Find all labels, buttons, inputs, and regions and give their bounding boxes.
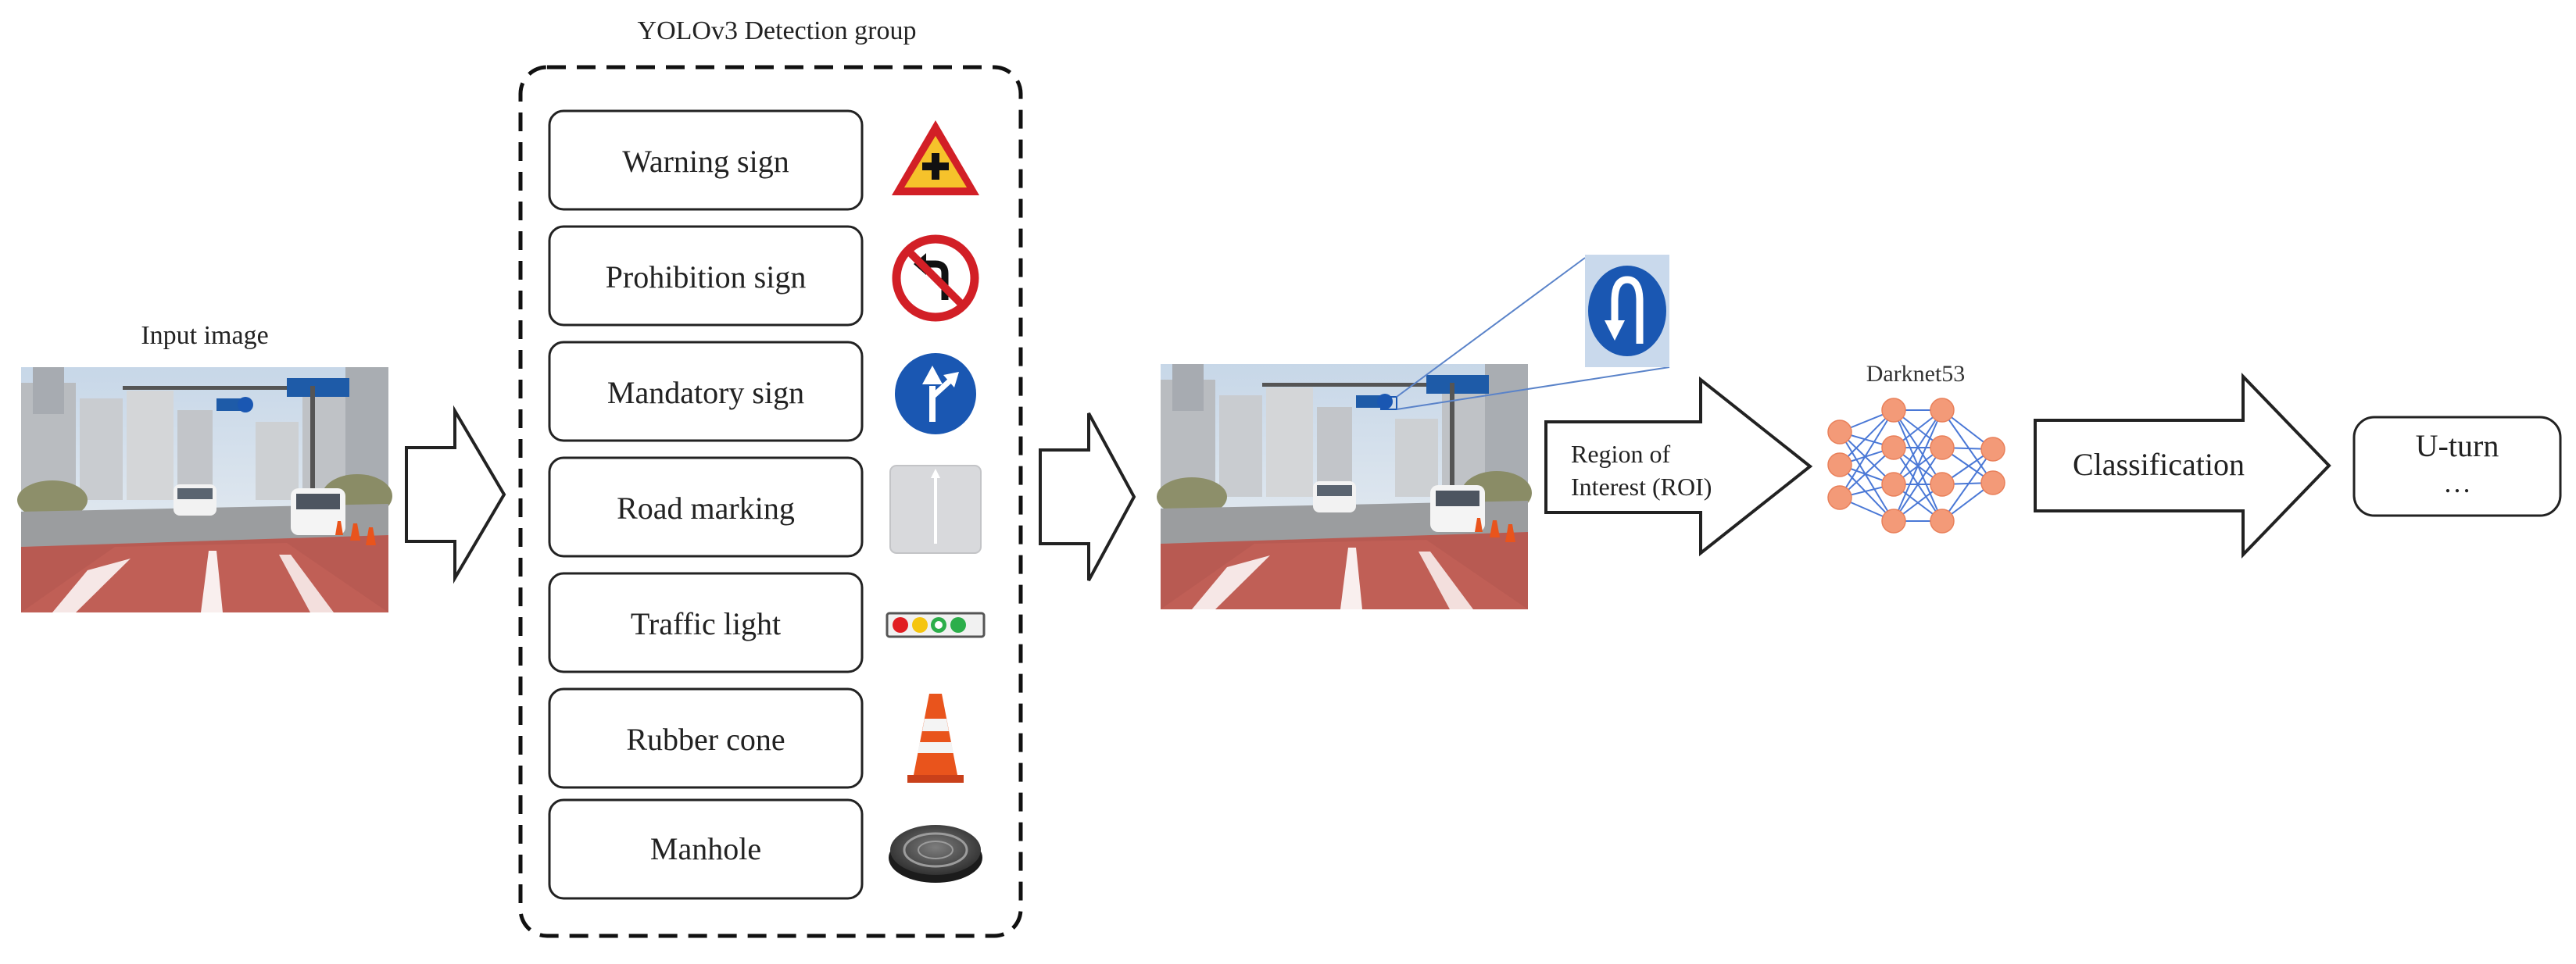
network-edge <box>1839 431 1894 522</box>
input-image <box>17 367 392 612</box>
network-edge <box>1839 409 1894 498</box>
class-box <box>548 572 864 673</box>
class-box <box>548 798 864 900</box>
class-box <box>548 225 864 327</box>
network-neuron <box>1881 435 1906 460</box>
network-neuron <box>1827 485 1852 510</box>
class-label: Rubber cone <box>626 722 785 757</box>
mandatory-sign-icon <box>895 353 976 434</box>
class-row: Mandatory sign <box>548 341 864 442</box>
roi-box <box>1380 396 1397 410</box>
class-row: Warning sign <box>548 109 864 211</box>
rubber-cone-icon <box>907 694 964 783</box>
network-neuron <box>1881 472 1906 497</box>
network-neuron <box>1980 470 2005 495</box>
arrow-roi-to-network: Region of Interest (ROI) <box>1544 376 1813 557</box>
output-label: U-turn <box>2416 428 2499 463</box>
network-neuron <box>1930 472 1955 497</box>
roi-label-line1: Region of <box>1571 440 1670 468</box>
class-box <box>548 109 864 211</box>
neural-network <box>1827 398 2005 534</box>
class-row: Prohibition sign <box>548 225 864 327</box>
output-ellipsis: … <box>2443 467 2471 498</box>
network-edge <box>1839 464 1894 522</box>
class-label: Mandatory sign <box>607 375 804 410</box>
network-neuron <box>1827 452 1852 477</box>
prohibition-sign-icon <box>892 234 979 322</box>
class-box <box>548 687 864 789</box>
network-edge <box>1893 409 1943 522</box>
network-neuron <box>1930 398 1955 423</box>
class-label: Warning sign <box>622 144 789 179</box>
network-edge <box>1941 409 1994 484</box>
network-edge <box>1893 447 1943 522</box>
class-label: Traffic light <box>631 606 781 641</box>
network-label: Darknet53 <box>1866 361 1966 387</box>
network-edge <box>1893 409 1943 485</box>
output-box: U-turn … <box>2352 416 2562 517</box>
roi-zoom-line <box>1396 257 1586 398</box>
arrow-input-to-detection <box>405 405 506 584</box>
roi-label-line2: Interest (ROI) <box>1571 473 1712 501</box>
network-neuron <box>1930 435 1955 460</box>
warning-sign-icon <box>892 120 979 195</box>
group-title: YOLOv3 Detection group <box>638 16 917 45</box>
class-row: Manhole <box>548 798 864 900</box>
detected-image <box>1157 364 1532 609</box>
network-neuron <box>1827 420 1852 445</box>
u-turn-sign-icon <box>1611 276 1644 344</box>
class-row: Road marking <box>548 456 864 558</box>
network-neuron <box>1881 509 1906 534</box>
class-box <box>548 456 864 558</box>
network-edge <box>1839 409 1894 466</box>
roi-zoom-line <box>1396 366 1670 410</box>
arrow-classification: Classification <box>2034 373 2331 559</box>
class-label: Manhole <box>650 831 761 866</box>
class-row: Rubber cone <box>548 687 864 789</box>
manhole-icon <box>889 825 982 883</box>
roi-crop <box>1585 255 1669 367</box>
network-edge <box>1839 431 1894 485</box>
detection-group-frame <box>518 65 1023 938</box>
class-box <box>548 341 864 442</box>
network-neuron <box>1980 437 2005 462</box>
input-image-label: Input image <box>141 321 268 350</box>
network-neuron <box>1881 398 1906 423</box>
network-neuron <box>1930 509 1955 534</box>
class-row: Traffic light <box>548 572 864 673</box>
arrow-detection-to-roi <box>1039 412 1136 581</box>
class-label: Prohibition sign <box>606 259 807 295</box>
road-marking-icon <box>889 465 982 554</box>
classification-label: Classification <box>2073 447 2245 482</box>
traffic-light-icon <box>886 612 986 638</box>
class-label: Road marking <box>617 491 795 526</box>
class-list: Warning sign Prohibition sign Mandatory … <box>548 109 864 900</box>
network-edge <box>1941 448 1994 522</box>
